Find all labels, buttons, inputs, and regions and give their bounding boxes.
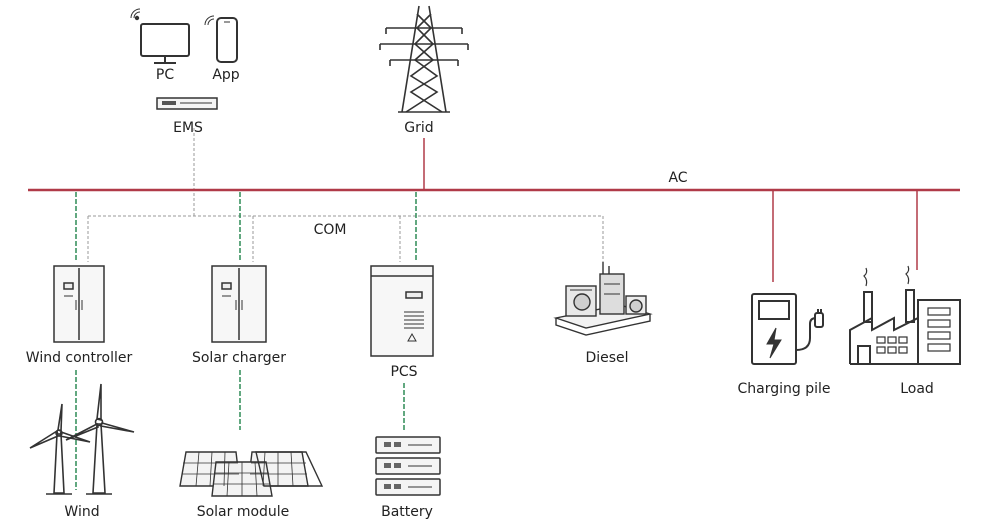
- diesel-label: Diesel: [585, 350, 629, 366]
- wind-controller-label: Wind controller: [25, 350, 133, 366]
- battery-stack-icon: [375, 436, 441, 496]
- pcs-cabinet-icon: [370, 265, 434, 357]
- charging-pile-label: Charging pile: [737, 381, 831, 397]
- load-label: Load: [900, 381, 934, 397]
- power-links: [75, 192, 417, 490]
- ac-links: [423, 138, 918, 282]
- solar-charger-label: Solar charger: [191, 350, 287, 366]
- com-label: COM: [313, 222, 347, 238]
- ems-device-icon: [156, 97, 218, 110]
- wind-controller-cabinet-icon: [53, 265, 105, 343]
- app-label: App: [212, 67, 240, 83]
- com-links: [87, 128, 604, 262]
- ac-bus-label: AC: [668, 170, 688, 186]
- wind-turbines-icon: [29, 383, 135, 495]
- ems-label: EMS: [173, 120, 203, 136]
- battery-label: Battery: [381, 504, 433, 520]
- grid-tower-icon: [379, 5, 469, 113]
- wind-label: Wind: [64, 504, 100, 520]
- pcs-label: PCS: [390, 364, 418, 380]
- solar-module-label: Solar module: [196, 504, 290, 520]
- solar-charger-cabinet-icon: [211, 265, 267, 343]
- solar-module-icon: [179, 451, 324, 497]
- charging-pile-icon: [751, 293, 824, 365]
- pc-label: PC: [155, 67, 175, 83]
- app-phone-icon: [204, 15, 238, 63]
- load-factory-icon: [849, 265, 961, 365]
- diesel-generator-icon: [553, 262, 653, 336]
- grid-label: Grid: [404, 120, 434, 136]
- pc-monitor-icon: [130, 8, 190, 64]
